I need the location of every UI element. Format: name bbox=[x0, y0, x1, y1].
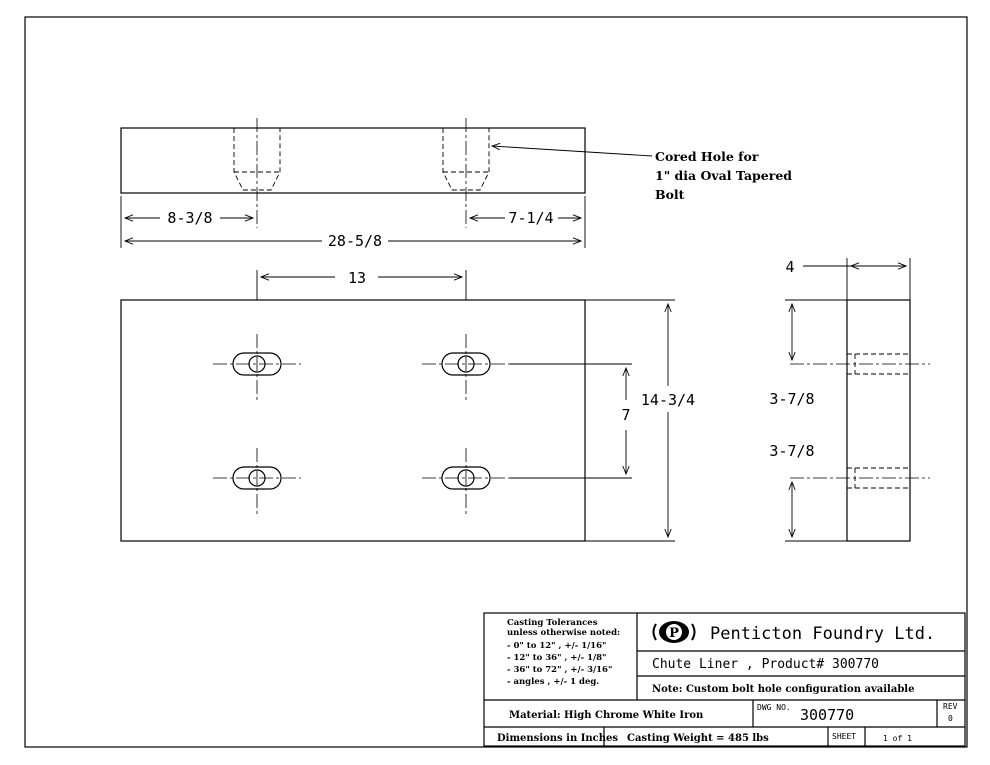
tolerance-row-3: - 36" to 72" , +/- 3/16" bbox=[507, 665, 612, 675]
side-view-outline bbox=[846, 299, 911, 542]
svg-text:P: P bbox=[669, 626, 679, 641]
sheet-border bbox=[24, 16, 968, 748]
side-view-top-hole bbox=[790, 353, 930, 375]
tolerance-row-1: - 0" to 12" , +/- 1/16" bbox=[507, 641, 606, 651]
dim-thickness: 4 bbox=[785, 258, 794, 276]
oval-hole-top-left bbox=[213, 334, 301, 402]
dim-overall-height: 14-3/4 bbox=[641, 391, 695, 409]
dim-right-offset: 7-1/4 bbox=[508, 209, 553, 227]
dim-overall-length: 28-5/8 bbox=[328, 232, 382, 250]
dim-bottom-hole-offset: 3-7/8 bbox=[769, 442, 814, 460]
dim-left-offset: 8-3/8 bbox=[167, 209, 212, 227]
rev-label: REV bbox=[943, 702, 958, 711]
side-view: 4 3-7/8 3-7/8 bbox=[769, 258, 930, 542]
callout-line-3: Bolt bbox=[655, 187, 685, 202]
top-view: 8-3/8 7-1/4 28-5/8 Cored Hole for 1" dia… bbox=[120, 118, 792, 250]
sheet-label: SHEET bbox=[832, 732, 856, 741]
dwg-number: 300770 bbox=[800, 706, 854, 724]
sheet-value: 1 of 1 bbox=[883, 734, 912, 743]
company-logo-icon: P bbox=[652, 621, 696, 643]
top-view-outline bbox=[120, 127, 586, 194]
dwg-label: DWG NO. bbox=[757, 703, 791, 712]
front-view: 13 7 bbox=[120, 269, 695, 542]
side-view-bottom-hole bbox=[790, 467, 930, 489]
dim-top-hole-offset: 3-7/8 bbox=[769, 390, 814, 408]
tolerances-heading-2: unless otherwise noted: bbox=[507, 628, 620, 638]
tolerance-row-2: - 12" to 36" , +/- 1/8" bbox=[507, 653, 606, 663]
title-block: Casting Tolerances unless otherwise note… bbox=[483, 612, 966, 747]
company-name: Penticton Foundry Ltd. bbox=[710, 624, 935, 644]
tolerances-heading-1: Casting Tolerances bbox=[507, 618, 598, 628]
dim-hole-spacing-vertical: 7 bbox=[621, 406, 630, 424]
top-view-left-hole bbox=[233, 118, 281, 228]
product-title: Chute Liner , Product# 300770 bbox=[652, 657, 879, 672]
dimensions-units: Dimensions in Inches bbox=[497, 733, 618, 744]
configuration-note: Note: Custom bolt hole configuration ava… bbox=[652, 684, 914, 695]
callout-leader bbox=[492, 146, 653, 157]
callout-line-2: 1" dia Oval Tapered bbox=[655, 168, 792, 183]
rev-value: 0 bbox=[948, 714, 953, 723]
material: Material: High Chrome White Iron bbox=[509, 710, 704, 721]
oval-hole-top-right bbox=[422, 334, 510, 402]
oval-hole-bottom-right bbox=[422, 448, 510, 516]
oval-hole-bottom-left bbox=[213, 448, 301, 516]
casting-weight: Casting Weight = 485 lbs bbox=[627, 733, 769, 744]
front-view-outline bbox=[120, 299, 586, 542]
top-view-right-hole bbox=[442, 118, 490, 228]
dim-hole-spacing-horizontal: 13 bbox=[348, 269, 366, 287]
callout-line-1: Cored Hole for bbox=[655, 149, 759, 164]
tolerance-row-4: - angles , +/- 1 deg. bbox=[507, 677, 599, 687]
